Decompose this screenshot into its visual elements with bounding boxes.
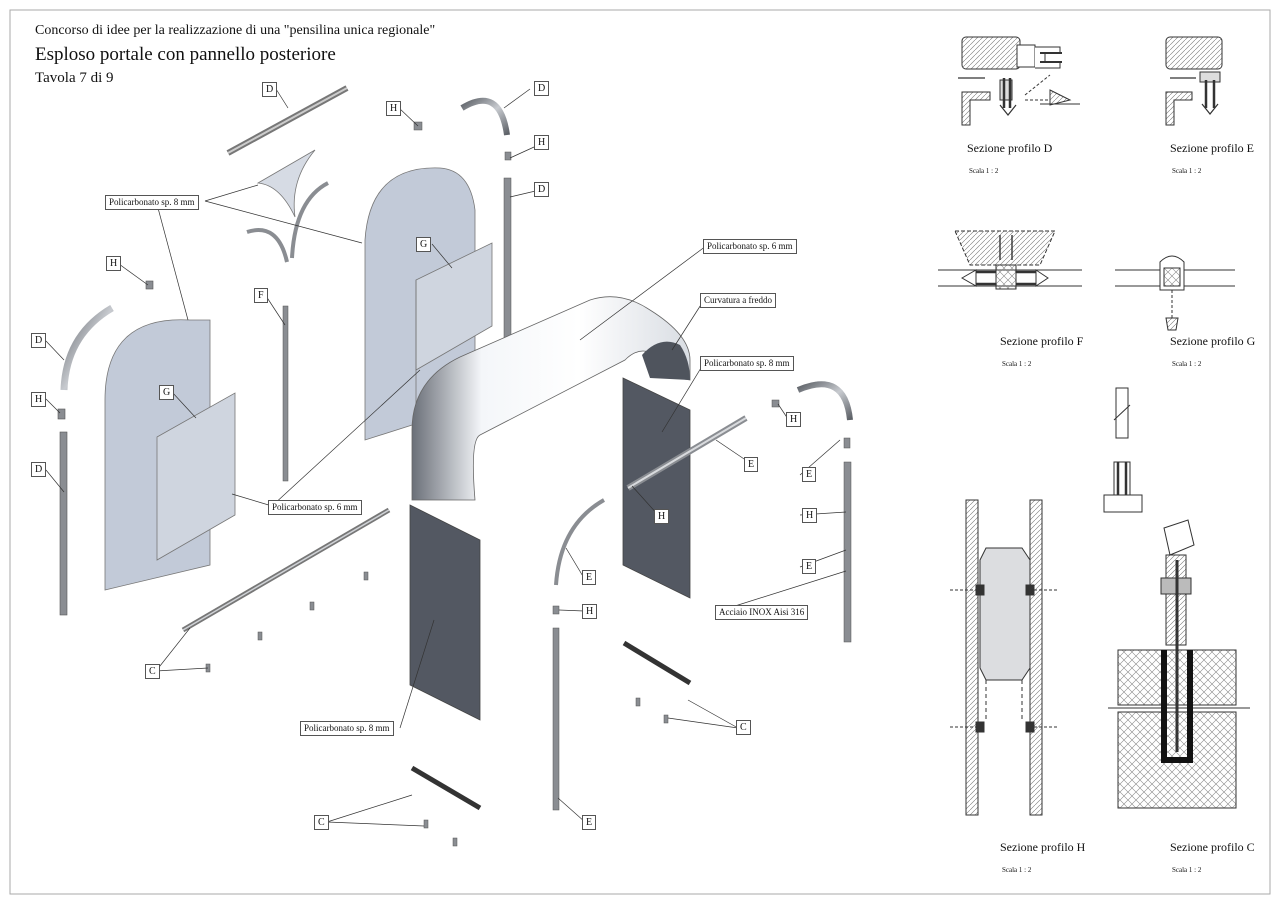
section-c-scale: Scala 1 : 2 [1172,866,1202,874]
sheet-title: Esploso portale con pannello posteriore [35,44,336,65]
profile-e-arc-left [554,498,605,586]
tag-d: D [262,82,278,97]
profile-f-arc-2 [290,181,329,259]
tag-g: G [416,237,432,252]
sheet-number: Tavola 7 di 9 [35,70,114,86]
callout-acciaio: Acciaio INOX Aisi 316 [715,605,809,620]
section-g-scale: Scala 1 : 2 [1172,360,1202,368]
section-h-title: Sezione profilo H [1000,840,1086,854]
tag-h: H [106,256,122,271]
section-f-title: Sezione profilo F [1000,334,1084,348]
section-d-drawing [958,36,1080,126]
profile-d-arc-top [460,97,510,136]
section-e-scale: Scala 1 : 2 [1172,167,1202,175]
section-c-title: Sezione profilo C [1170,840,1255,854]
profile-f-arc-1 [246,228,289,263]
tag-d: D [534,81,550,96]
section-g-drawing [1115,255,1235,331]
tag-e: E [802,467,817,482]
tag-g: G [159,385,175,400]
section-f-drawing [938,230,1082,290]
section-d-title: Sezione profilo D [967,141,1053,155]
tag-h: H [31,392,47,407]
tag-h: H [786,412,802,427]
profile-d-post-top [503,177,512,349]
tag-e: E [802,559,817,574]
profile-e-arc-right [796,381,853,421]
tag-c: C [145,664,160,679]
sheet-border [9,9,1271,895]
section-g-title: Sezione profilo G [1170,334,1256,348]
callout-poli8-right: Policarbonato sp. 8 mm [700,356,794,371]
contest-title: Concorso di idee per la realizzazione di… [35,23,436,38]
tag-d: D [534,182,550,197]
left-h-clip [57,408,66,420]
tag-h: H [582,604,598,619]
section-e-title: Sezione profilo E [1170,141,1254,155]
tag-e: E [744,457,759,472]
section-c-drawing [1103,387,1250,809]
callout-poli6-top: Policarbonato sp. 6 mm [703,239,797,254]
roof-shell [411,296,691,501]
tag-d: D [31,333,47,348]
tag-c: C [736,720,751,735]
section-h-drawing [950,499,1058,816]
tag-h: H [534,135,550,150]
profile-f-post [282,305,289,482]
tag-d: D [31,462,47,477]
left-profile-d-arc [60,304,114,391]
callout-poli6-mid: Policarbonato sp. 6 mm [268,500,362,515]
tag-c: C [314,815,329,830]
profile-c-rail-3 [622,640,692,686]
cusp-piece [256,149,316,218]
front-panel-dark [409,504,481,721]
callout-poli8-left: Policarbonato sp. 8 mm [105,195,199,210]
tag-e: E [582,570,597,585]
tag-h: H [654,509,670,524]
profile-e-post-right [843,461,852,643]
right-panel-dark [622,377,691,599]
tag-e: E [582,815,597,830]
profile-e-post-left [552,627,560,811]
callout-poli8-bottom: Policarbonato sp. 8 mm [300,721,394,736]
section-h-scale: Scala 1 : 2 [1002,866,1032,874]
left-h-clip-2 [145,280,154,290]
section-e-drawing [1165,36,1223,126]
profile-c-rail-2 [410,765,482,811]
tag-h: H [386,101,402,116]
section-f-scale: Scala 1 : 2 [1002,360,1032,368]
left-profile-d-post [59,431,68,616]
callout-curvatura: Curvatura a freddo [700,293,776,308]
roof-end-cap [642,341,690,380]
section-d-scale: Scala 1 : 2 [969,167,999,175]
tag-f: F [254,288,268,303]
left-panel-6mm [156,392,236,561]
tag-h: H [802,508,818,523]
